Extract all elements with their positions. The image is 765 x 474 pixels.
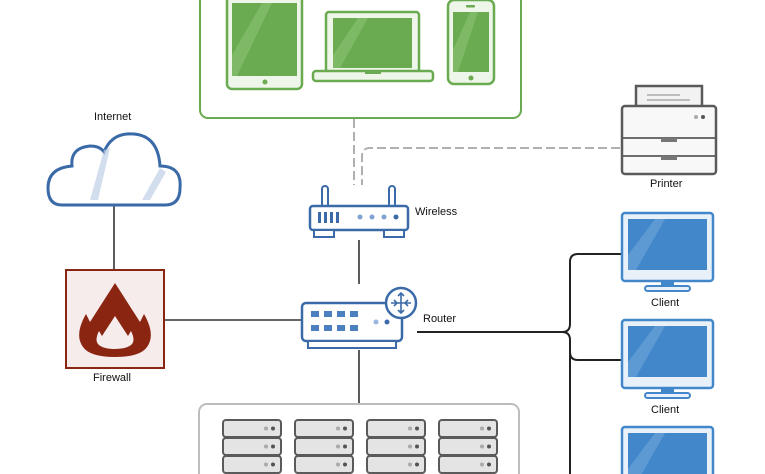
firewall-icon — [79, 283, 151, 357]
server-led — [343, 426, 347, 431]
server-led — [408, 462, 412, 467]
wireless-node[interactable] — [308, 185, 410, 238]
server-rack-icon — [294, 419, 354, 474]
server-led — [415, 462, 419, 467]
tablet-icon — [225, 0, 304, 91]
server-led — [264, 426, 268, 431]
edge-router-client2 — [561, 331, 624, 361]
server-led — [408, 444, 412, 449]
client-node-1[interactable] — [620, 211, 715, 292]
server-led — [336, 462, 340, 467]
phone-icon — [446, 0, 496, 86]
server-led — [415, 444, 419, 449]
server-led — [343, 462, 347, 467]
client-2-label: Client — [651, 404, 680, 416]
server-led — [487, 462, 491, 467]
router-switch-icon — [300, 286, 418, 349]
server-unit — [438, 455, 498, 474]
router-label: Router — [423, 313, 457, 325]
printer-label: Printer — [650, 178, 683, 190]
internet-label: Internet — [94, 111, 132, 123]
server-unit — [294, 455, 354, 474]
server-led — [408, 426, 412, 431]
server-unit — [222, 455, 282, 474]
server-led — [415, 426, 419, 431]
firewall-label: Firewall — [93, 372, 131, 384]
monitor-icon — [620, 425, 715, 474]
monitor-icon — [620, 318, 715, 399]
wireless-label: Wireless — [415, 206, 458, 218]
wireless-ap-icon — [308, 185, 410, 238]
monitor-icon — [620, 211, 715, 292]
server-led — [264, 444, 268, 449]
server-led — [480, 426, 484, 431]
connectors — [113, 119, 624, 474]
server-group[interactable] — [198, 403, 520, 474]
server-led — [271, 444, 275, 449]
printer-icon — [620, 84, 718, 176]
client-node-3[interactable] — [620, 425, 715, 474]
router-node[interactable] — [300, 286, 418, 349]
server-led — [271, 462, 275, 467]
server-led — [487, 426, 491, 431]
server-rack-icon — [366, 419, 426, 474]
server-led — [480, 462, 484, 467]
edge-printer-wireless — [361, 147, 620, 185]
server-led — [264, 462, 268, 467]
server-led — [343, 444, 347, 449]
server-led — [336, 444, 340, 449]
client-1-label: Client — [651, 297, 680, 309]
server-rack-icon — [222, 419, 282, 474]
firewall-node[interactable] — [65, 269, 165, 369]
server-led — [336, 426, 340, 431]
server-led — [480, 444, 484, 449]
internet-node[interactable] — [46, 132, 182, 207]
server-led — [487, 444, 491, 449]
server-racks — [222, 419, 498, 474]
server-rack-icon — [438, 419, 498, 474]
mobile-devices-group[interactable] — [199, 0, 522, 119]
server-led — [271, 426, 275, 431]
printer-node[interactable] — [620, 84, 718, 176]
server-unit — [366, 455, 426, 474]
client-node-2[interactable] — [620, 318, 715, 399]
laptop-icon — [311, 10, 435, 83]
